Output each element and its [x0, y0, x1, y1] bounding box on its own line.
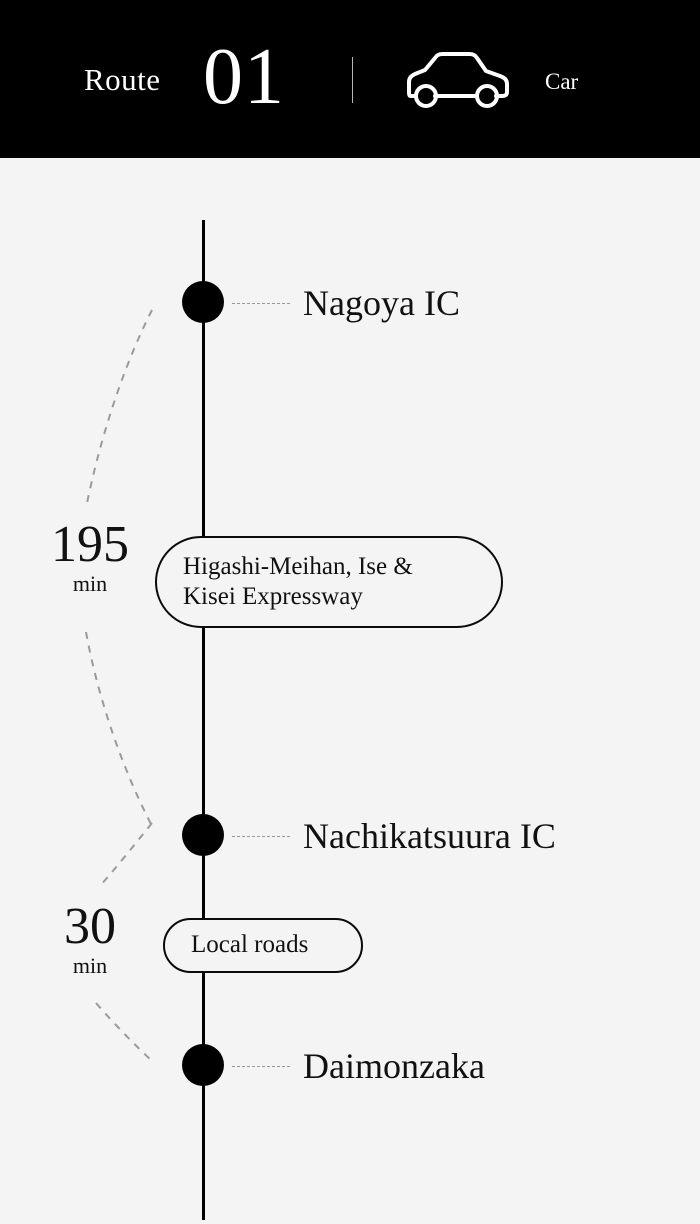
route-timeline: 195 min Higashi-Meihan, Ise & Kisei Expr…: [0, 158, 700, 1224]
leg-duration-value-1: 195: [51, 516, 129, 573]
leg-mode-text-2-line1: Local roads: [191, 931, 309, 959]
leg-mode-pill-1[interactable]: Higashi-Meihan, Ise & Kisei Expressway: [155, 536, 503, 628]
leg-mode-pill-2[interactable]: Local roads: [163, 918, 363, 973]
timeline-node-2[interactable]: [182, 814, 224, 856]
car-icon: [407, 52, 509, 108]
transport-mode-label: Car: [545, 69, 579, 94]
stop-label-1[interactable]: Nagoya IC: [303, 283, 460, 323]
timeline-spine: [202, 220, 205, 1220]
route-number: 01: [203, 33, 285, 121]
leg-duration-value-2: 30: [64, 898, 116, 955]
route-header: Route 01 Car: [0, 0, 700, 158]
route-word-label: Route: [84, 62, 161, 97]
leg-mode-text-1-line1: Higashi-Meihan, Ise &: [183, 552, 413, 580]
leg-duration-2: 30 min: [48, 898, 132, 979]
timeline-node-3[interactable]: [182, 1044, 224, 1086]
timeline-node-connector-2: [232, 836, 290, 837]
timeline-node-connector-3: [232, 1066, 290, 1067]
header-divider: [352, 57, 353, 103]
leg-duration-unit-2: min: [72, 953, 108, 979]
timeline-node-connector-1: [232, 303, 290, 304]
leg-duration-1: 195 min: [38, 516, 142, 597]
leg-mode-text-1-line2: Kisei Expressway: [183, 583, 363, 610]
leg-duration-unit-1: min: [72, 571, 108, 597]
timeline-node-1[interactable]: [182, 281, 224, 323]
stop-label-3[interactable]: Daimonzaka: [303, 1046, 485, 1086]
stop-label-2[interactable]: Nachikatsuura IC: [303, 816, 556, 856]
